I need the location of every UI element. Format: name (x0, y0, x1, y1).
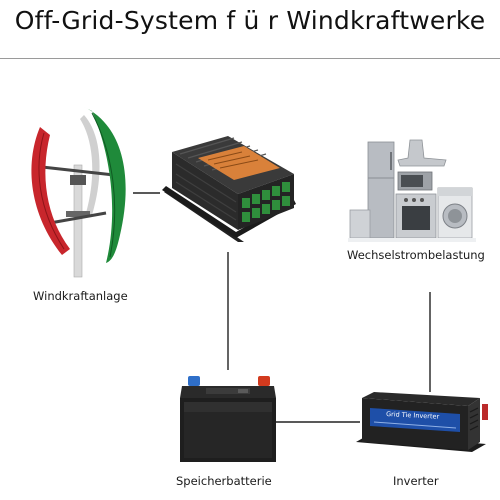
title-divider (0, 58, 500, 59)
inverter-panel-text: Grid Tie Inverter (386, 410, 440, 421)
wind-turbine-icon (31, 107, 126, 278)
battery-icon (180, 376, 276, 462)
appliances-icon (348, 139, 476, 242)
turbine-label: Windkraftanlage (33, 289, 128, 303)
inverter-icon: Grid Tie Inverter (356, 392, 488, 452)
battery-label: Speicherbatterie (176, 474, 272, 488)
inverter-label: Inverter (393, 474, 439, 488)
page-title: Off-Grid-System f ü r Windkraftwerke (14, 6, 486, 35)
charge-controller-icon (162, 136, 296, 242)
green-blade (84, 107, 126, 263)
appliances-label: Wechselstrombelastung (347, 248, 485, 262)
red-blade (31, 127, 70, 255)
